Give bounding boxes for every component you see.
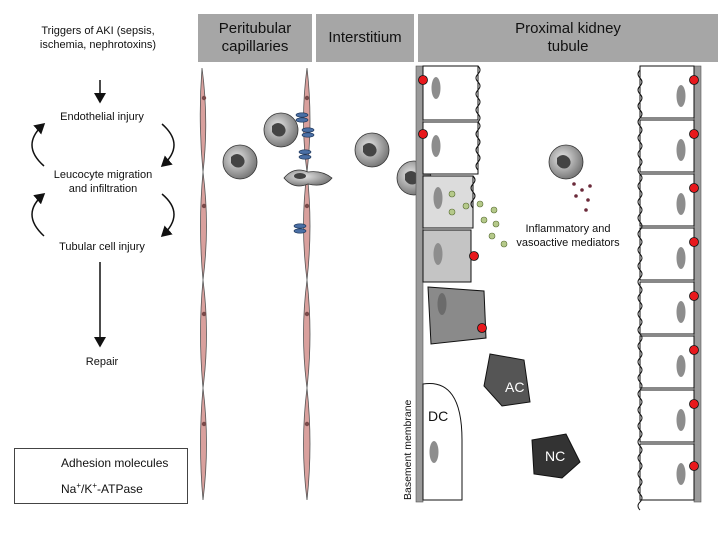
adhesion-molecules	[293, 112, 315, 234]
flow-endothelial-injury: Endothelial injury	[60, 111, 144, 123]
header-interstitium: Interstitium	[316, 14, 414, 62]
dc-label: DC	[428, 408, 449, 424]
mediators-dark	[572, 182, 592, 212]
leucocyte-lumen	[548, 144, 584, 180]
header-interstitium-text: Interstitium	[328, 29, 402, 46]
flow-tubular-injury: Tubular cell injury	[59, 241, 145, 253]
leucocyte-1	[222, 144, 258, 180]
basement-membrane-label: Basement membrane	[402, 399, 414, 500]
header-peritubular-text: Peritubular capillaries	[218, 20, 292, 55]
legend-atpase-suffix: -ATPase	[97, 482, 143, 496]
flow-leucocyte-migration: Leucocyte migration and infiltration	[53, 169, 153, 195]
legend-atpase-k: /K	[81, 482, 93, 496]
microvilli-right	[637, 69, 643, 511]
legend-adhesion-text: Adhesion molecules	[61, 456, 169, 470]
capillary-wall-right	[303, 67, 311, 501]
capillary-nuclei-left	[201, 95, 207, 427]
header-peritubular-capillaries: Peritubular capillaries	[198, 14, 312, 62]
legend-atpase: Na+/K+-ATPase	[61, 481, 143, 496]
tubule-cells-right	[639, 65, 695, 501]
header-proximal-text: Proximal kidney tubule	[515, 20, 621, 55]
capillary-wall-left	[199, 67, 207, 501]
tubule-nuclei-left	[429, 77, 447, 463]
leucocyte-transmigrating	[283, 169, 333, 187]
flow-arrows	[31, 80, 175, 348]
flow-repair: Repair	[85, 356, 119, 368]
legend-atpase-sup2: +	[92, 481, 98, 490]
legend-atpase-sup1: +	[76, 481, 82, 490]
leucocyte-interstitium	[354, 132, 390, 168]
mediators-label: Inflammatory and vasoactive mediators	[516, 223, 620, 249]
legend-atpase-na: Na	[61, 482, 77, 496]
atpase-markers	[418, 75, 699, 471]
legend-adhesion-molecules: Adhesion molecules	[61, 456, 168, 470]
tubule-nuclei-right	[676, 85, 686, 485]
capillary-nuclei-right	[304, 95, 310, 427]
mediators-green	[448, 190, 508, 248]
legend: Adhesion molecules Na+/K+-ATPase	[14, 448, 188, 504]
necrotic-cell	[531, 433, 581, 479]
header-proximal-tubule: Proximal kidney tubule	[418, 14, 718, 62]
leucocyte-2	[263, 112, 299, 148]
microvilli-left	[470, 65, 481, 209]
apoptotic-cell	[483, 353, 531, 407]
ac-label: AC	[505, 379, 525, 395]
basement-membrane-left	[415, 65, 424, 503]
flow-triggers: Triggers of AKI (sepsis, ischemia, nephr…	[39, 25, 157, 51]
nc-label: NC	[545, 448, 566, 464]
